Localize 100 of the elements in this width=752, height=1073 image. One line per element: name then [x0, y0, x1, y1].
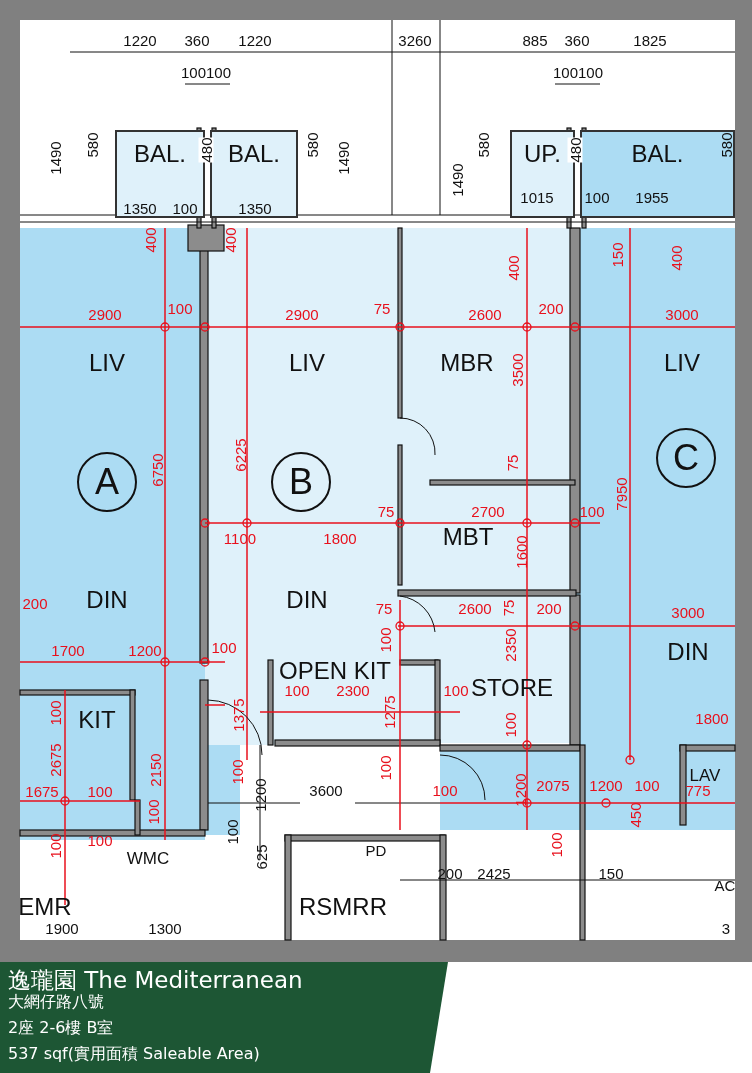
footer-text: 大網仔路八號: [8, 994, 104, 1010]
dimension-value: 6750: [149, 453, 165, 487]
dimension-value: 2425: [477, 865, 511, 881]
dimension-value: 100: [87, 783, 113, 799]
dimension-value: 1825: [633, 32, 667, 48]
footer-text: 537 sqf(實用面積 Saleable Area): [8, 1046, 260, 1062]
dimension-value: 100: [432, 782, 458, 798]
dimension-value: 100: [47, 833, 63, 859]
dimension-value: 400: [668, 245, 684, 271]
dimension-value: 1350: [123, 200, 157, 216]
dimension-value: 75: [375, 600, 393, 616]
dimension-value: 75: [504, 454, 520, 472]
dimension-value: 100: [145, 799, 161, 825]
dimension-value: 580: [304, 132, 320, 158]
unit-circle: B: [271, 452, 331, 512]
dimension-value: 480: [567, 137, 583, 163]
dimension-value: 100: [548, 832, 564, 858]
dimension-value: 200: [22, 595, 48, 611]
dimension-value: 1700: [51, 642, 85, 658]
dimension-value: 3000: [665, 306, 699, 322]
dimension-value: 100: [584, 189, 610, 205]
dimension-value: 450: [627, 802, 643, 828]
room-label: LIV: [289, 351, 325, 375]
dimension-value: 580: [718, 132, 734, 158]
room-label: RSMRR: [299, 895, 387, 919]
dimension-value: 1900: [45, 920, 79, 936]
dimension-value: 150: [609, 242, 625, 268]
room-label: LIV: [89, 351, 125, 375]
dimension-value: 6225: [232, 438, 248, 472]
dimension-value: 1490: [335, 141, 351, 175]
dimension-value: WMC: [126, 849, 170, 867]
room-label: DIN: [286, 588, 328, 612]
room-label: MBT: [442, 525, 494, 549]
dimension-value: 100: [634, 777, 660, 793]
dimension-value: 480: [198, 137, 214, 163]
dimension-value: 1275: [381, 695, 397, 729]
dimension-value: 100100: [552, 64, 604, 80]
dimension-value: 1300: [148, 920, 182, 936]
dimension-value: 100: [229, 759, 245, 785]
dimension-value: 1015: [520, 189, 554, 205]
dimension-value: 625: [253, 844, 269, 870]
dimension-value: 1600: [513, 535, 529, 569]
room-label: EMR: [18, 895, 72, 919]
unit-circle: C: [656, 428, 716, 488]
dimension-value: 2600: [458, 600, 492, 616]
dimension-value: 2600: [468, 306, 502, 322]
dimension-value: 1675: [25, 783, 59, 799]
dimension-value: 75: [377, 503, 395, 519]
dimension-value: 100: [211, 639, 237, 655]
unit-circle: A: [77, 452, 137, 512]
dimension-value: 1200: [128, 642, 162, 658]
dimension-value: 75: [373, 300, 391, 316]
dimension-value: 100: [224, 819, 240, 845]
dimension-value: 3: [721, 920, 731, 936]
dimension-value: 1800: [695, 710, 729, 726]
room-label: LIV: [664, 351, 700, 375]
dimension-value: 1200: [252, 778, 268, 812]
dimension-value: 1800: [323, 530, 357, 546]
dimension-value: 100: [167, 300, 193, 316]
room-label: DIN: [667, 640, 709, 664]
dimension-value: 2900: [88, 306, 122, 322]
dimension-value: 580: [475, 132, 491, 158]
dimension-value: 100: [284, 682, 310, 698]
dimension-value: 400: [505, 255, 521, 281]
dimension-value: 360: [184, 32, 210, 48]
dimension-value: 2075: [536, 777, 570, 793]
dimension-value: 1220: [238, 32, 272, 48]
dimension-value: 100: [47, 700, 63, 726]
dimension-value: AC: [714, 877, 736, 893]
room-label: LAV: [689, 766, 721, 784]
dimension-value: 2700: [471, 503, 505, 519]
dimension-value: 2900: [285, 306, 319, 322]
dimension-value: 580: [84, 132, 100, 158]
dimension-value: 2675: [47, 743, 63, 777]
dimension-value: 100: [172, 200, 198, 216]
dimension-value: PD: [365, 842, 387, 858]
dimension-value: 1375: [230, 698, 246, 732]
dimension-value: 400: [222, 227, 238, 253]
dimension-value: 100: [87, 832, 113, 848]
dimension-value: 1490: [47, 141, 63, 175]
room-label: MBR: [440, 351, 494, 375]
dimension-value: 1220: [123, 32, 157, 48]
dimension-value: 100: [502, 712, 518, 738]
dimension-value: 1350: [238, 200, 272, 216]
dimension-value: 2350: [502, 628, 518, 662]
dimension-value: 7950: [613, 477, 629, 511]
dimension-value: 2150: [147, 753, 163, 787]
dimension-value: 150: [598, 865, 624, 881]
dimension-value: 3000: [671, 604, 705, 620]
dimension-value: 400: [142, 227, 158, 253]
dimension-value: 100100: [180, 64, 232, 80]
dimension-value: 200: [538, 300, 564, 316]
room-label: DIN: [86, 588, 128, 612]
dimension-value: 360: [564, 32, 590, 48]
dimension-value: 1200: [589, 777, 623, 793]
dimension-value: 1955: [635, 189, 669, 205]
dimension-value: 75: [500, 599, 516, 617]
dimension-value: 885: [522, 32, 548, 48]
dimension-value: 3500: [509, 353, 525, 387]
dimension-value: 100: [377, 755, 393, 781]
